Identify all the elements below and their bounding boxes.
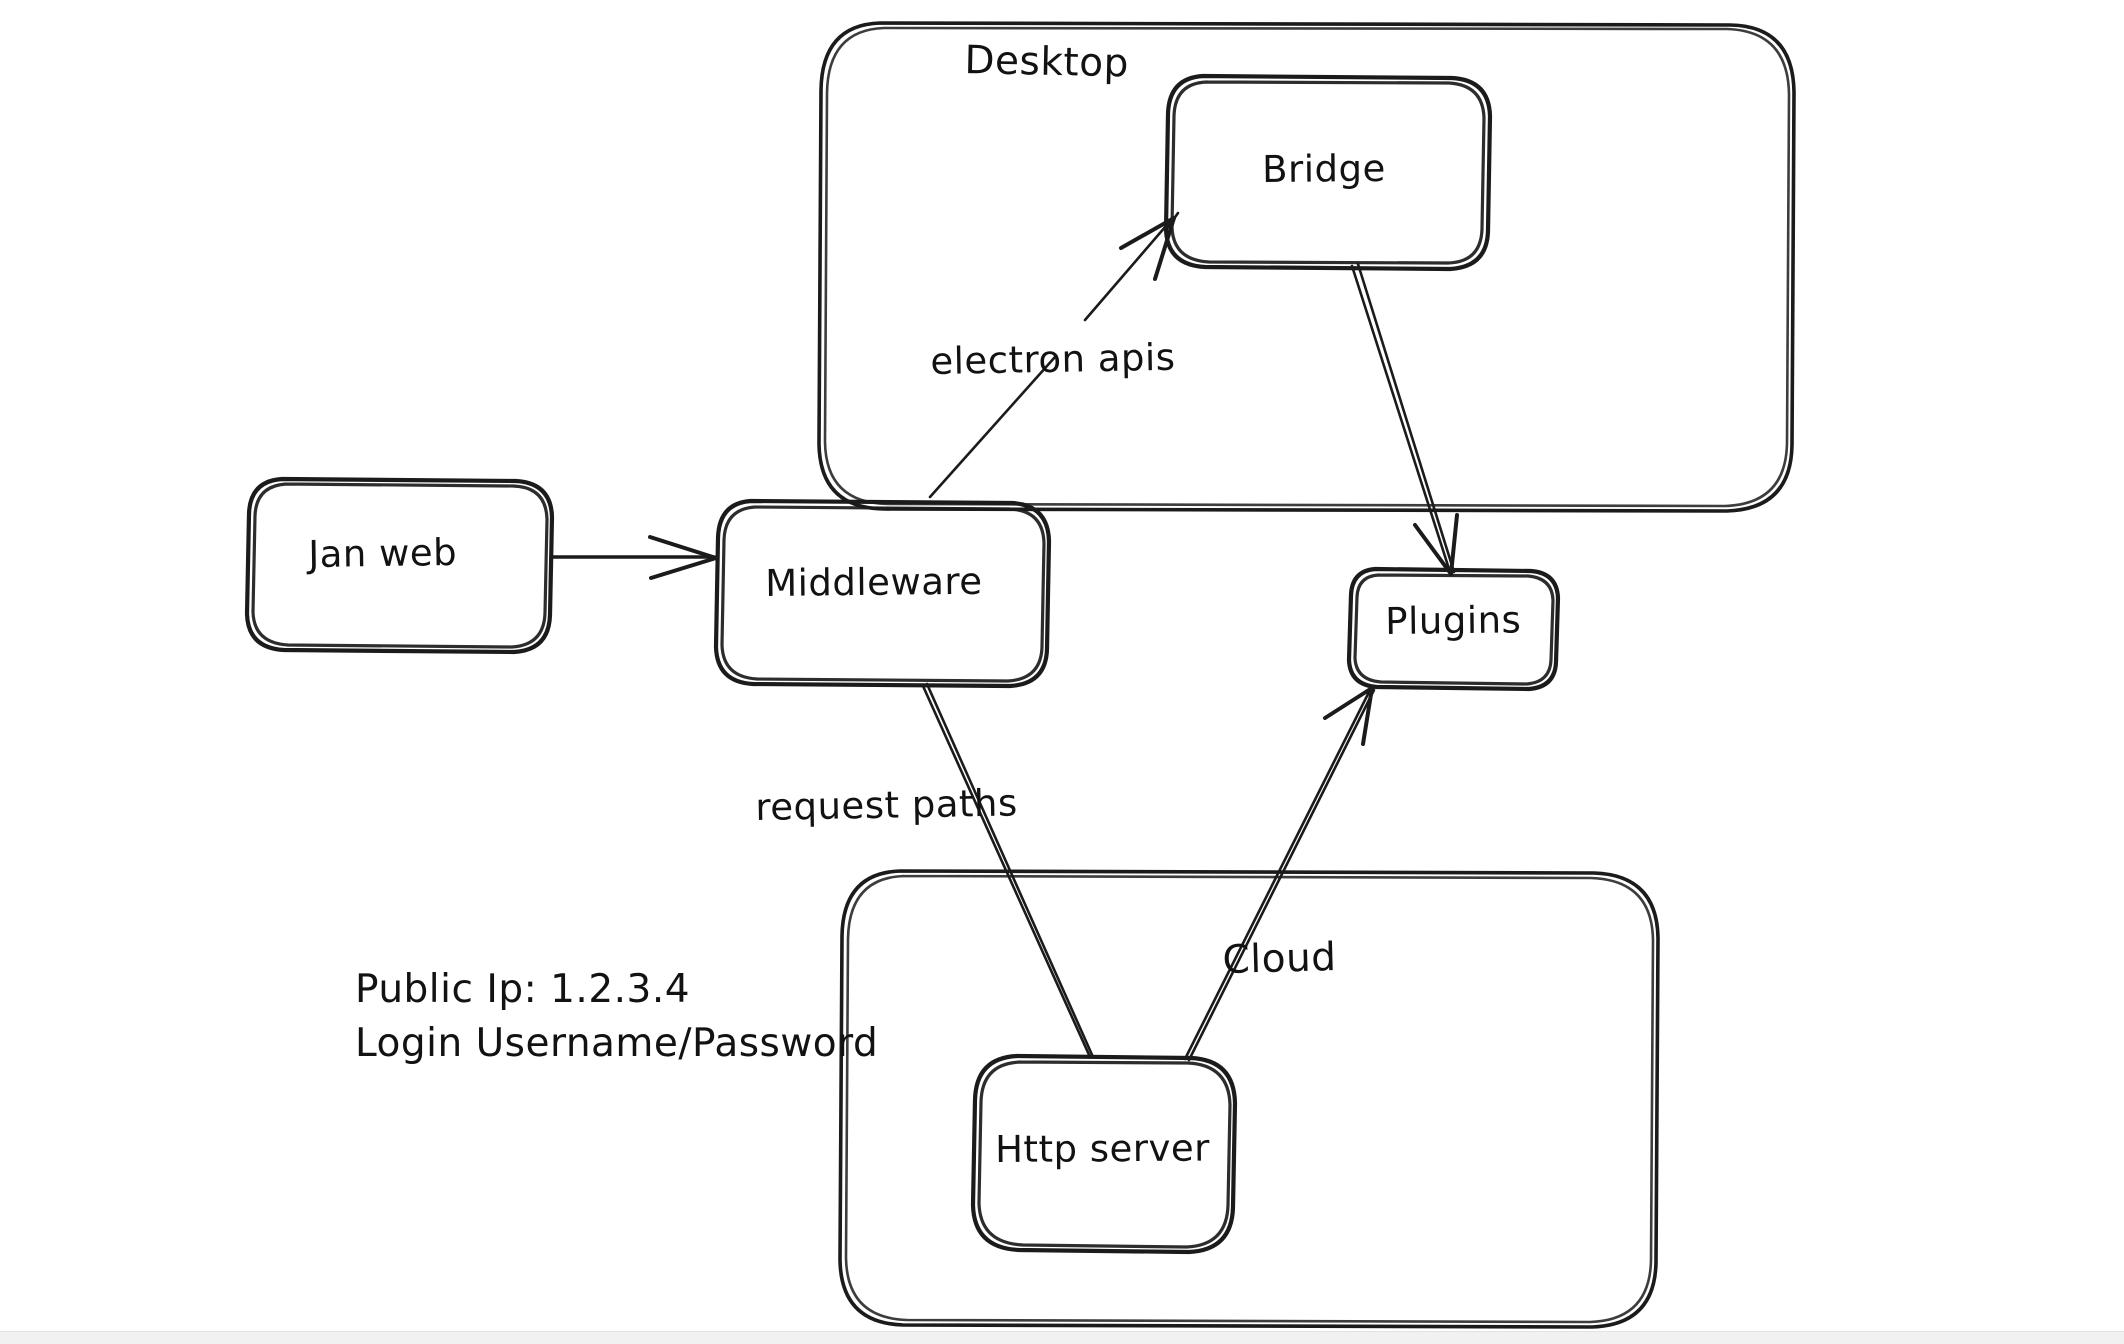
- note-public-ip: Public Ip: 1.2.3.4: [355, 967, 691, 1012]
- edge-middleware-to-http-server: [921, 682, 1095, 1059]
- node-label-jan-web: Jan web: [308, 530, 458, 576]
- node-label-http-server: Http server: [995, 1126, 1211, 1171]
- edge-bridge-to-plugins: [1350, 262, 1459, 576]
- desktop-group-outline: [817, 21, 1796, 513]
- edge-http-server-to-plugins: [1183, 686, 1376, 1062]
- bottom-edge-bar: [0, 1331, 2124, 1344]
- plugins-node-outline: [1346, 566, 1561, 692]
- bridge-node-outline: [1163, 73, 1493, 272]
- node-label-middleware: Middleware: [765, 559, 983, 605]
- http-server-node-outline: [970, 1053, 1238, 1255]
- edge-label-electron-apis: electron apis: [930, 335, 1176, 383]
- jan-web-node-outline: [244, 476, 555, 655]
- edge-jan-web-to-middleware: [549, 535, 718, 580]
- node-label-plugins: Plugins: [1385, 598, 1522, 643]
- cloud-group-outline: [838, 869, 1660, 1329]
- group-label-desktop: Desktop: [964, 38, 1130, 87]
- edge-label-request-paths: request paths: [755, 781, 1019, 829]
- note-login-credentials: Login Username/Password: [355, 1021, 879, 1066]
- edge-middleware-to-bridge: [928, 211, 1180, 499]
- middleware-node-outline: [713, 498, 1052, 689]
- node-label-bridge: Bridge: [1262, 146, 1386, 191]
- group-label-cloud: Cloud: [1222, 935, 1338, 983]
